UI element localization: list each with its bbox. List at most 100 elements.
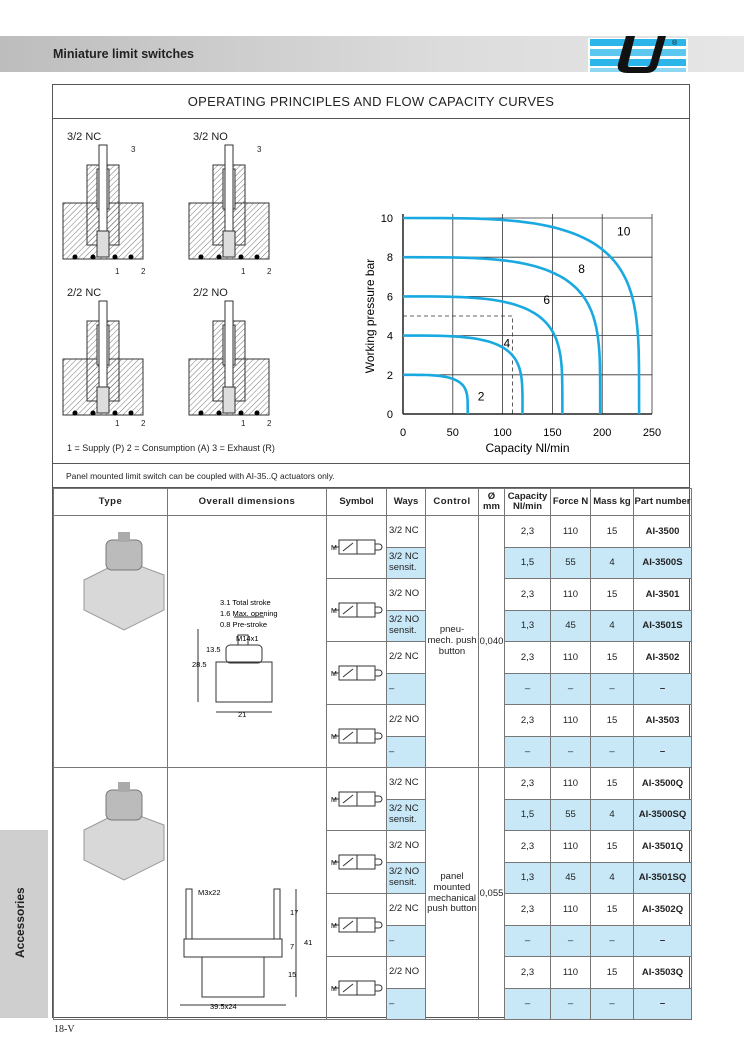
product-photo	[83, 532, 164, 631]
force-cell: 4	[590, 861, 634, 894]
part-number-cell: AI-3500	[633, 515, 692, 548]
part-number-cell: AI-3500S	[633, 546, 692, 579]
diameter-cell: –	[504, 735, 551, 768]
diameter-cell: 1,5	[504, 798, 551, 831]
compatibility-note: Panel mounted limit switch can be couple…	[53, 464, 689, 488]
svg-text:M: M	[331, 545, 337, 552]
curve-4-bar	[403, 334, 524, 414]
curve-label: 6	[543, 293, 550, 307]
port-label: 3	[257, 145, 262, 154]
dimension-label: 21	[238, 710, 246, 719]
part-number-cell: AI-3503	[633, 704, 692, 737]
diameter-cell: 2,3	[504, 767, 551, 800]
dimension-label: 41	[304, 938, 312, 947]
symbol-cell: M	[326, 893, 387, 957]
dimension-label: 7	[290, 942, 294, 951]
column-header: Control	[425, 488, 479, 516]
pneumatic-symbol-icon: M	[331, 791, 382, 806]
sidebar-tab-label: Accessories	[13, 887, 27, 958]
symbol-cell: M	[326, 956, 387, 1020]
curve-label: 10	[617, 225, 631, 239]
valve-cross-sections	[62, 144, 270, 416]
part-number-cell: AI-3503Q	[633, 956, 692, 989]
ways-cell: 2/2 NC	[386, 641, 426, 674]
force-cell: 15	[590, 893, 634, 926]
y-axis-label: Working pressure bar	[363, 259, 377, 374]
ways-cell: –	[386, 987, 426, 1020]
x-axis-label: Capacity Nl/min	[485, 441, 569, 455]
diagram-label: 3/2 NC	[67, 131, 102, 143]
x-tick-label: 150	[543, 427, 561, 439]
diameter-cell: 2,3	[504, 893, 551, 926]
diagram-label: 2/2 NO	[193, 287, 228, 299]
y-tick-label: 6	[387, 291, 393, 303]
control-cell: panel mounted mechanical push button	[425, 767, 479, 1020]
capacity-cell: 110	[550, 704, 591, 737]
part-number-cell: AI-3501S	[633, 609, 692, 642]
diameter-cell: 2,3	[504, 956, 551, 989]
part-number-cell: –	[633, 987, 692, 1020]
curve-label: 8	[578, 262, 585, 276]
dimension-label: 3.1 Total stroke	[220, 598, 271, 607]
part-number-cell: AI-3500SQ	[633, 798, 692, 831]
table-row: –––––	[54, 924, 692, 957]
diameter-cell: –	[504, 987, 551, 1020]
symbol-cell: M	[326, 515, 387, 579]
force-cell: 4	[590, 546, 634, 579]
port-label: 2	[267, 419, 272, 428]
force-cell: 15	[590, 704, 634, 737]
mass-cell: 0,040	[478, 515, 505, 768]
part-number-cell: AI-3500Q	[633, 767, 692, 800]
section-title: Miniature limit switches	[53, 47, 195, 61]
capacity-cell: 110	[550, 515, 591, 548]
reference-line	[403, 315, 513, 414]
x-tick-label: 50	[447, 427, 459, 439]
symbol-cell: M	[326, 767, 387, 831]
column-header: Force N	[550, 488, 591, 516]
diameter-cell: 2,3	[504, 578, 551, 611]
curve-6-bar	[403, 295, 564, 415]
capacity-cell: 45	[550, 861, 591, 894]
y-tick-label: 10	[381, 213, 393, 225]
part-number-cell: –	[633, 735, 692, 768]
part-number-cell: AI-3502Q	[633, 893, 692, 926]
sidebar-tab-accessories[interactable]	[0, 830, 48, 1018]
diameter-cell: 2,3	[504, 830, 551, 863]
ways-cell: 3/2 NC sensit.	[386, 798, 426, 831]
curve-label: 2	[478, 389, 485, 403]
control-cell: pneu- mech. push button	[425, 515, 479, 768]
part-number-cell: –	[633, 924, 692, 957]
symbol-cell: M	[326, 641, 387, 705]
diagram-label: 2/2 NC	[67, 287, 102, 299]
port-label: 1	[115, 419, 120, 428]
diagram-label: 3/2 NO	[193, 131, 228, 143]
diameter-cell: 2,3	[504, 641, 551, 674]
ways-cell: –	[386, 735, 426, 768]
force-cell: 15	[590, 956, 634, 989]
ways-cell: –	[386, 672, 426, 705]
svg-text:M: M	[331, 986, 337, 993]
dimension-label: 28.5	[192, 660, 207, 669]
dimension-label: 15	[288, 970, 296, 979]
ways-cell: 2/2 NO	[386, 704, 426, 737]
diameter-cell: 2,3	[504, 704, 551, 737]
diameter-cell: 1,5	[504, 546, 551, 579]
force-cell: –	[590, 987, 634, 1020]
port-label: 1	[241, 267, 246, 276]
type-image-cell	[53, 767, 168, 1020]
y-tick-label: 2	[387, 370, 393, 382]
ways-cell: –	[386, 924, 426, 957]
force-cell: –	[590, 924, 634, 957]
capacity-cell: 110	[550, 830, 591, 863]
type-image-cell	[53, 515, 168, 768]
capacity-cell: 110	[550, 893, 591, 926]
ways-cell: 3/2 NC sensit.	[386, 546, 426, 579]
part-number-cell: AI-3501	[633, 578, 692, 611]
